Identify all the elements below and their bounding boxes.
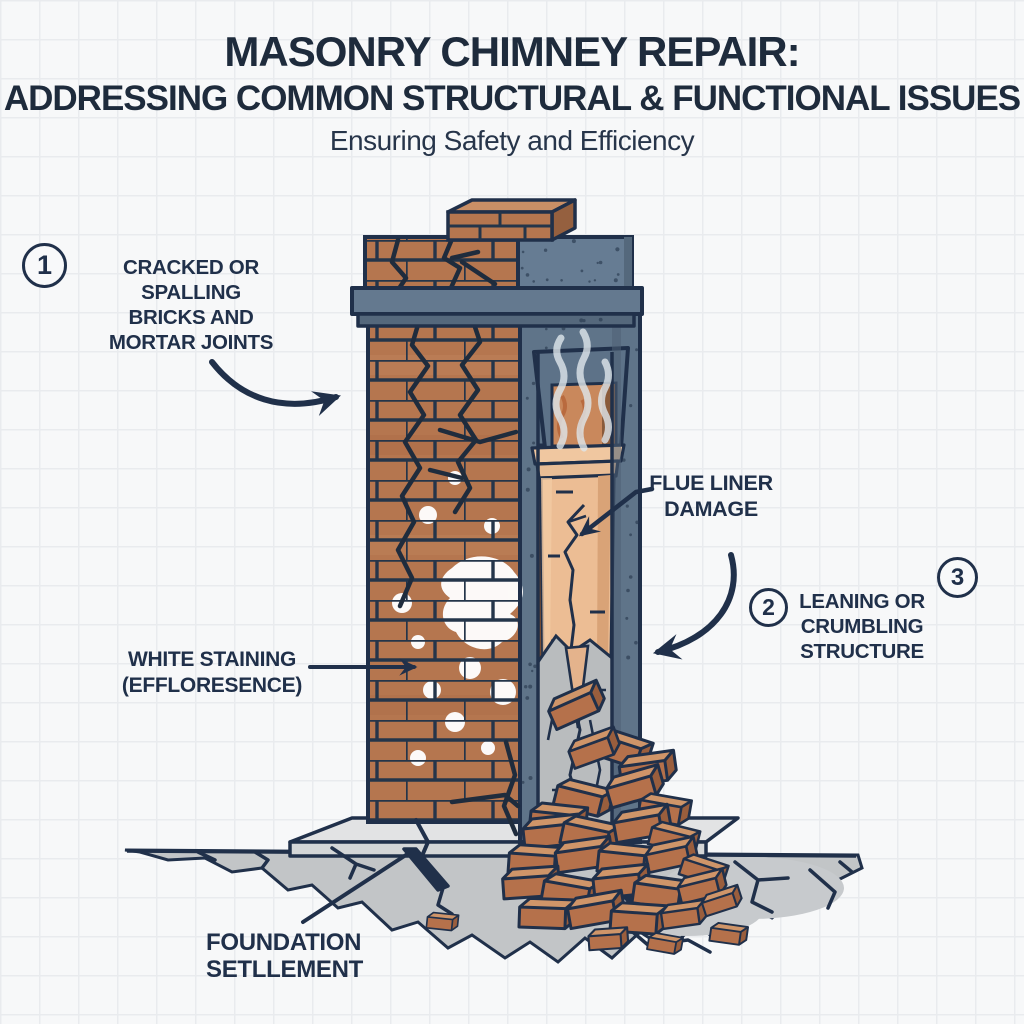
brick-cracks bbox=[395, 315, 521, 837]
concrete-speckles bbox=[520, 239, 639, 784]
page-title-line2: ADDRESSING COMMON STRUCTURAL & FUNCTIONA… bbox=[3, 79, 1021, 118]
step-2-badge: 2 bbox=[749, 588, 788, 627]
step-1-badge: 1 bbox=[22, 243, 67, 288]
chimney-crown bbox=[350, 286, 644, 328]
label-flue-liner-damage: FLUE LINER DAMAGE bbox=[649, 471, 773, 522]
page-subtitle: Ensuring Safety and Efficiency bbox=[329, 125, 695, 156]
step-3-badge: 3 bbox=[937, 557, 978, 598]
label-foundation-settlement: FOUNDATION SETLLEMENT bbox=[206, 929, 363, 984]
leader-flue-liner bbox=[578, 486, 655, 537]
chimney-top-band bbox=[363, 235, 634, 293]
annotation-arrows bbox=[209, 359, 737, 924]
chimney-cap bbox=[446, 198, 577, 242]
label-cracked-bricks: CRACKED OR SPALLING BRICKS AND MORTAR JO… bbox=[108, 256, 274, 354]
page-title-line1: MASONRY CHIMNEY REPAIR: bbox=[224, 28, 800, 75]
arrow-cracked-bricks bbox=[209, 359, 341, 417]
chimney-brick-face bbox=[366, 313, 523, 837]
arrow-crumbling-structure bbox=[652, 552, 737, 660]
leader-foundation bbox=[301, 851, 411, 924]
label-leaning-structure: LEANING OR CRUMBLING STRUCTURE bbox=[799, 590, 925, 663]
label-white-staining: WHITE STAINING (EFFLORESENCE) bbox=[121, 648, 303, 697]
